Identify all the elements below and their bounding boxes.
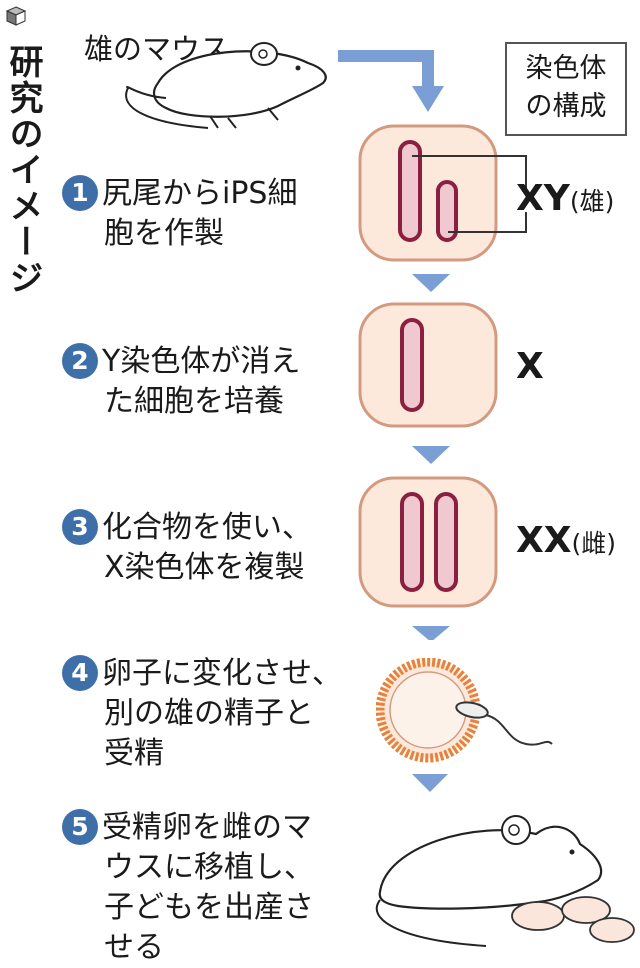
karyotype-xy: XY bbox=[516, 178, 570, 219]
mother-mouse-with-pups bbox=[375, 815, 635, 947]
step-text: 受精 bbox=[104, 736, 164, 771]
pup-2 bbox=[561, 896, 611, 924]
cell-2 bbox=[358, 302, 498, 428]
legend-line-2: の構成 bbox=[525, 91, 607, 122]
chromosome-x bbox=[398, 140, 422, 242]
legend-box: 染色体 の構成 bbox=[505, 42, 627, 136]
step-number-icon: 3 bbox=[62, 509, 98, 545]
pup-3 bbox=[589, 917, 635, 943]
down-arrow-2 bbox=[412, 446, 450, 464]
down-arrow-1 bbox=[412, 274, 450, 292]
karyotype-note-female: (雌) bbox=[571, 529, 617, 558]
step-text: せる bbox=[104, 930, 164, 965]
down-arrow-3 bbox=[412, 626, 450, 640]
egg-fertilization-illustration bbox=[376, 658, 553, 763]
step-number-icon: 1 bbox=[62, 175, 98, 211]
karyotype-label-2: X bbox=[516, 346, 544, 387]
step-text: 卵子に変化させ、 bbox=[102, 656, 342, 691]
cell-3 bbox=[358, 476, 498, 608]
cube-icon bbox=[6, 6, 26, 26]
step-text: Y染色体が消え bbox=[102, 344, 301, 379]
chromosome-y bbox=[436, 180, 458, 242]
legend-line-1: 染色体 bbox=[525, 53, 607, 84]
flow-arrow-top bbox=[338, 50, 444, 112]
step-number-icon: 5 bbox=[62, 809, 98, 845]
down-arrow-4 bbox=[412, 774, 448, 792]
chromosome-x-copy bbox=[434, 492, 458, 592]
karyotype-note-male: (雄) bbox=[569, 187, 615, 216]
step-text: 尻尾からiPS細 bbox=[102, 176, 298, 211]
step-number-icon: 4 bbox=[62, 655, 98, 691]
cell-1 bbox=[358, 124, 498, 262]
male-mouse-illustration bbox=[125, 42, 327, 129]
cell-diagram bbox=[358, 124, 527, 640]
karyotype-label-1: XY(雄) bbox=[516, 178, 614, 219]
karyotype-xx: XX bbox=[516, 520, 572, 561]
chromosome-x bbox=[400, 318, 424, 412]
step-number-icon: 2 bbox=[62, 343, 98, 379]
sperm-cell bbox=[455, 701, 489, 719]
step-text: 胞を作製 bbox=[104, 216, 224, 251]
step-text: た細胞を培養 bbox=[104, 384, 284, 419]
step-text: 子どもを出産さ bbox=[104, 890, 314, 925]
step-text: 別の雄の精子と bbox=[104, 696, 314, 731]
step-text: ウスに移植し、 bbox=[104, 850, 314, 885]
pup-1 bbox=[511, 901, 565, 931]
step-text: X染色体を複製 bbox=[104, 550, 305, 585]
step-text: 化合物を使い、 bbox=[102, 510, 312, 545]
karyotype-label-3: XX(雌) bbox=[516, 520, 616, 561]
chromosome-x bbox=[400, 492, 424, 592]
step-text: 受精卵を雌のマ bbox=[102, 810, 312, 845]
karyotype-x: X bbox=[516, 346, 544, 387]
vertical-title: 研究のイメージ bbox=[3, 44, 43, 296]
